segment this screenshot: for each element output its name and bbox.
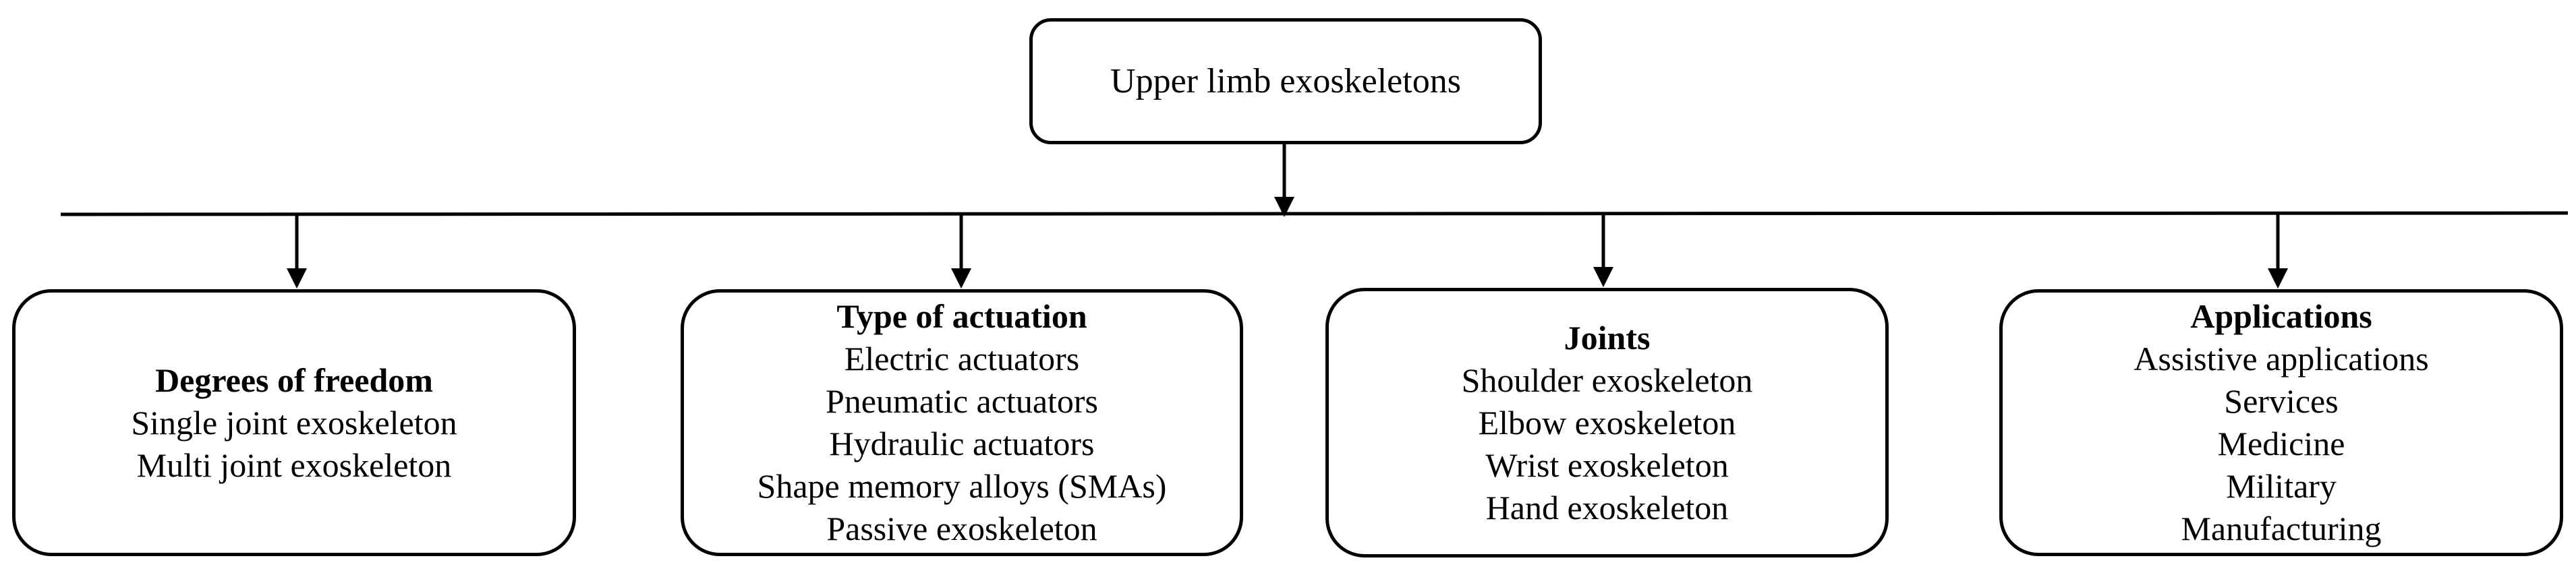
category-item: Military [2226, 467, 2337, 505]
category-item: Pneumatic actuators [825, 382, 1099, 420]
root-connector-arrowhead [1274, 197, 1294, 217]
horizontal-bus-line [60, 211, 2569, 216]
category-item: Medicine [2217, 425, 2345, 462]
category-joints: Joints Shoulder exoskeleton Elbow exoske… [1325, 288, 1889, 557]
category-item: Single joint exoskeleton [131, 403, 457, 442]
category-item: Hydraulic actuators [829, 425, 1095, 462]
category-title: Joints [1564, 318, 1651, 357]
category-item: Shape memory alloys (SMAs) [757, 467, 1167, 505]
category-applications: Applications Assistive applications Serv… [1999, 289, 2563, 556]
category-degrees-of-freedom: Degrees of freedom Single joint exoskele… [12, 289, 576, 556]
category-item: Hand exoskeleton [1485, 488, 1729, 526]
root-node-label: Upper limb exoskeletons [1110, 62, 1461, 100]
category-item: Assistive applications [2134, 340, 2429, 378]
category-item: Manufacturing [2181, 510, 2382, 547]
branch-arrowhead-applications [2268, 268, 2288, 289]
category-title: Type of actuation [836, 297, 1087, 335]
category-item: Wrist exoskeleton [1485, 446, 1729, 484]
category-item: Electric actuators [844, 340, 1080, 378]
category-item: Services [2224, 382, 2339, 420]
category-item: Shoulder exoskeleton [1461, 361, 1753, 399]
branch-arrowhead-joints [1593, 267, 1613, 287]
category-title: Applications [2190, 297, 2372, 335]
category-item: Elbow exoskeleton [1478, 403, 1736, 442]
category-item: Passive exoskeleton [826, 510, 1097, 547]
category-item: Multi joint exoskeleton [136, 446, 452, 484]
branch-arrowhead-type-of-actuation [951, 268, 971, 289]
root-node: Upper limb exoskeletons [1029, 18, 1542, 144]
category-type-of-actuation: Type of actuation Electric actuators Pne… [681, 289, 1243, 556]
category-title: Degrees of freedom [155, 361, 433, 399]
branch-arrowhead-degrees-of-freedom [287, 268, 307, 289]
